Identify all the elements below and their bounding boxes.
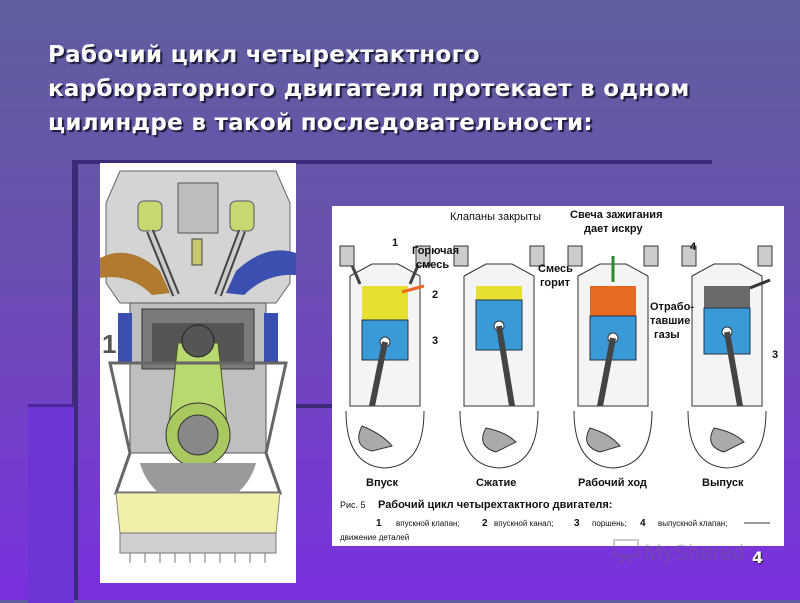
- decor-block: [28, 404, 74, 603]
- page-number: 4: [752, 548, 764, 567]
- cycle-diagram-image: Клапаны закрыты Свеча зажигания дает иск…: [332, 206, 784, 546]
- engine-label: 1: [102, 329, 116, 359]
- stroke-label-power: Рабочий ход: [578, 477, 647, 489]
- number-1: 1: [392, 237, 398, 249]
- cylinder-exhaust: [681, 245, 773, 469]
- stroke-label-intake: Впуск: [366, 477, 399, 489]
- cylinder-power: [567, 245, 659, 469]
- engine-drawing: 1: [100, 170, 296, 563]
- callout-exhaust-2: тавшие: [650, 315, 690, 327]
- legend-num-2: 2: [482, 518, 488, 529]
- cycle-drawing: Клапаны закрыты Свеча зажигания дает иск…: [339, 209, 778, 542]
- presentation-icon: [613, 539, 639, 565]
- legend-text-4: выпускной клапан;: [658, 519, 727, 528]
- stroke-label-exhaust: Выпуск: [702, 477, 744, 489]
- callout-mix-burns-2: горит: [540, 277, 571, 289]
- caption-prefix: Рис. 5: [340, 500, 366, 510]
- callout-exhaust-3: газы: [654, 329, 680, 341]
- number-3: 3: [432, 335, 438, 347]
- stroke-label-compression: Сжатие: [476, 477, 516, 489]
- title-line: Рабочий цикл четырехтактного: [48, 42, 481, 68]
- legend-num-1: 1: [376, 518, 382, 529]
- callout-spark-plug: Свеча зажигания: [570, 209, 663, 221]
- legend-num-4: 4: [640, 518, 646, 529]
- callout-exhaust: Отрабо-: [650, 301, 694, 313]
- legend-line2: движение деталей: [340, 533, 409, 542]
- decor-bar-left: [72, 160, 78, 600]
- callout-fuel-mix-2: смесь: [416, 259, 449, 271]
- decor-bar-mid: [296, 404, 332, 408]
- legend-num-3: 3: [574, 518, 580, 529]
- number-4: 4: [690, 241, 697, 253]
- title-line: карбюраторного двигателя протекает в одн…: [48, 76, 690, 102]
- watermark: MyShared: [612, 536, 772, 572]
- title-line: цилиндре в такой последовательности:: [48, 110, 593, 136]
- watermark-text: MyShared: [644, 540, 745, 565]
- callout-spark-plug-2: дает искру: [584, 223, 643, 235]
- decor-bar-top: [72, 160, 712, 164]
- callout-valves-closed: Клапаны закрыты: [450, 211, 541, 223]
- callout-mix-burns: Смесь: [538, 263, 573, 275]
- legend-text-3: поршень;: [592, 519, 627, 528]
- cylinder-intake: [339, 245, 431, 469]
- engine-cross-section-image: 1: [100, 163, 296, 583]
- slide-title: Рабочий цикл четырехтактного карбюраторн…: [48, 38, 768, 140]
- legend-text-1: впускной клапан;: [396, 519, 460, 528]
- cylinder-compression: [453, 245, 545, 469]
- caption-title: Рабочий цикл четырехтактного двигателя:: [378, 499, 612, 511]
- number-2: 2: [432, 289, 438, 301]
- legend-text-2: впускной канал;: [494, 519, 553, 528]
- callout-fuel-mix: Горючая: [412, 245, 459, 257]
- number-3b: 3: [772, 349, 778, 361]
